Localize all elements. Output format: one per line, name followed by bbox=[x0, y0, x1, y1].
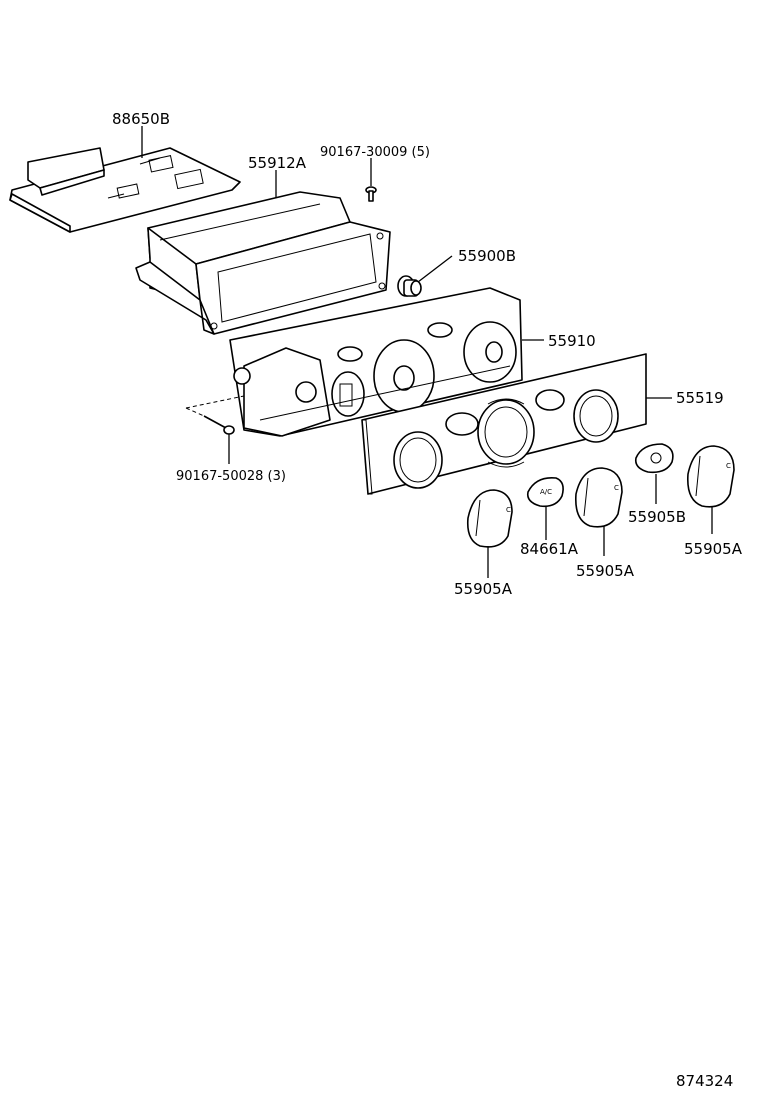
part-90167-30009-screw bbox=[365, 186, 377, 202]
label-55900B: 55900B bbox=[458, 247, 516, 265]
svg-text:C: C bbox=[726, 462, 731, 470]
part-55905A-knob-2: C bbox=[574, 467, 623, 528]
label-55519: 55519 bbox=[676, 389, 724, 407]
part-55900B-socket bbox=[397, 275, 422, 297]
part-55905A-knob-3: C bbox=[686, 445, 735, 508]
diagram-number: 874324 bbox=[676, 1072, 733, 1090]
label-55905A-1: 55905A bbox=[454, 580, 513, 598]
label-55905A-2: 55905A bbox=[576, 562, 635, 580]
label-90167-50028: 90167-50028 (3) bbox=[176, 469, 286, 484]
label-55910: 55910 bbox=[548, 332, 596, 350]
part-55905B-small-knob bbox=[634, 443, 674, 474]
part-55519-face-plate bbox=[361, 353, 647, 495]
svg-text:C: C bbox=[614, 484, 619, 492]
svg-text:C: C bbox=[506, 506, 511, 514]
label-90167-30009: 90167-30009 (5) bbox=[320, 145, 430, 160]
ac-button-text: A/C bbox=[540, 488, 552, 496]
label-88650B: 88650B bbox=[112, 110, 170, 128]
label-55905A-3: 55905A bbox=[684, 540, 743, 558]
label-55912A: 55912A bbox=[248, 154, 307, 172]
part-55912A-housing bbox=[135, 191, 391, 335]
part-90167-50028-screw bbox=[185, 395, 245, 435]
part-55910-control-body bbox=[229, 287, 523, 437]
part-84661A-ac-button: A/C bbox=[526, 476, 564, 508]
label-84661A: 84661A bbox=[520, 540, 579, 558]
label-55905B: 55905B bbox=[628, 508, 686, 526]
part-55905A-knob-1: C bbox=[466, 489, 513, 548]
part-88650B-circuit-board bbox=[9, 147, 241, 233]
leader-lines bbox=[141, 126, 713, 578]
